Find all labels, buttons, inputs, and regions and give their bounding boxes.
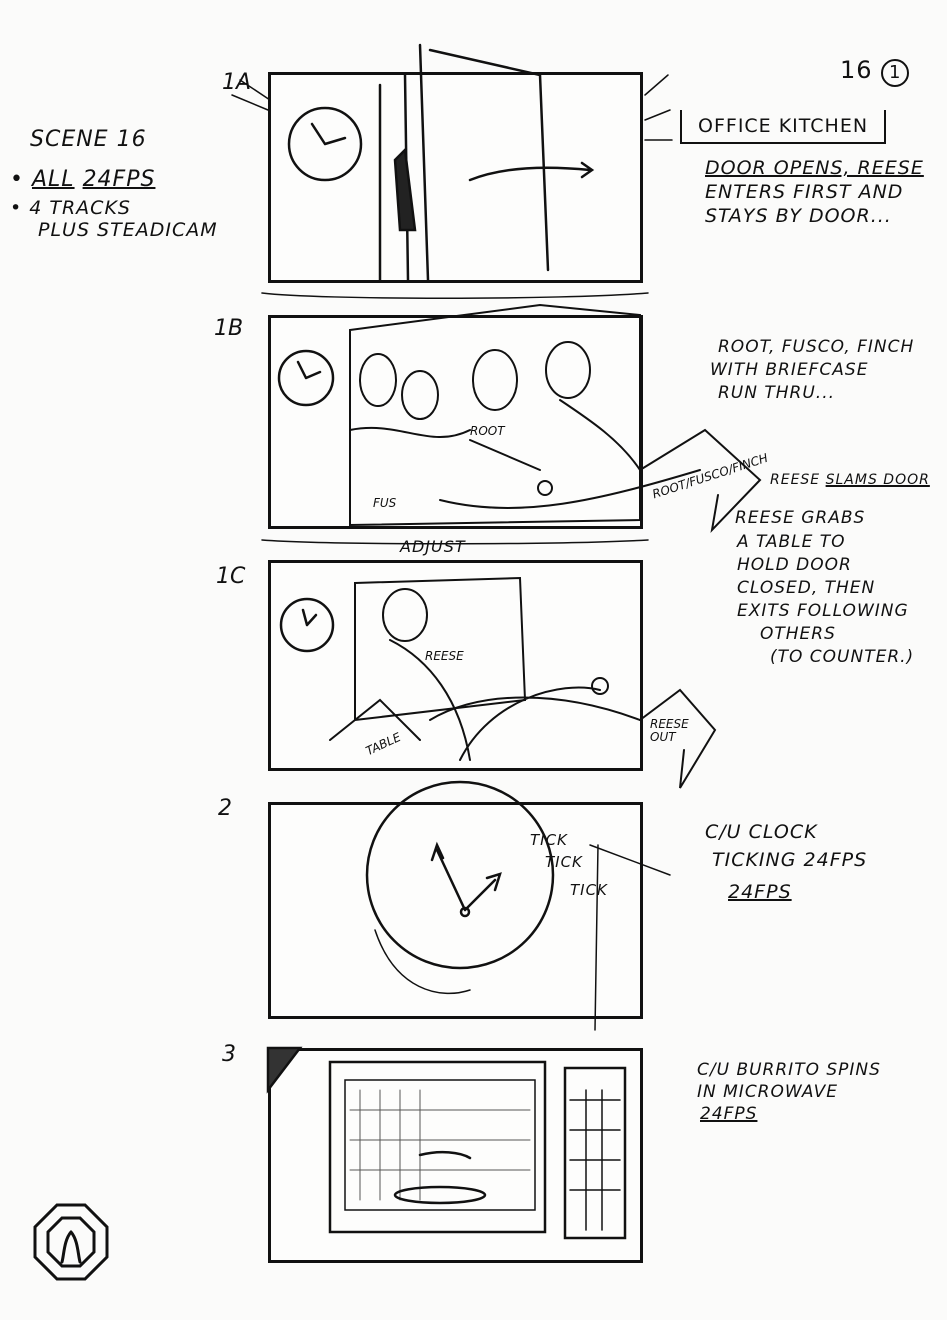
panel-label: 3 xyxy=(222,1042,236,1067)
clock-icon xyxy=(279,597,335,653)
motion-lines xyxy=(231,74,673,141)
tick-label: TICK xyxy=(530,831,568,849)
panel-1c xyxy=(268,560,643,771)
fus-label: FUS xyxy=(373,496,397,510)
page-sub-number: 1 xyxy=(881,59,910,87)
clock-icon xyxy=(287,106,363,182)
reese-label: REESE xyxy=(425,649,464,663)
scene-note-3: PLUS STEADICAM xyxy=(38,219,218,241)
tick-label: TICK xyxy=(570,881,608,899)
location-label: OFFICE KITCHEN xyxy=(680,110,887,144)
scene-note-2: • 4 TRACKS xyxy=(10,197,131,219)
panel-1b xyxy=(268,315,643,529)
root-label: ROOT xyxy=(470,424,505,438)
panel-label: 2 xyxy=(218,796,232,821)
panel-1a xyxy=(268,72,643,283)
characters-sketch xyxy=(349,303,762,534)
panel-label: 1B xyxy=(214,316,244,341)
door-sketch xyxy=(378,43,595,282)
tick-label: TICK xyxy=(545,853,583,871)
clock-icon xyxy=(277,349,335,407)
panel-label: 1A xyxy=(222,70,252,95)
scene-title: SCENE 16 xyxy=(30,127,147,152)
scene-note-1: • ALL 24FPS xyxy=(10,167,156,192)
clock-icon xyxy=(365,780,555,995)
panel-2 xyxy=(268,802,643,1019)
reese-table-sketch xyxy=(329,576,717,789)
adjust-label: ADJUST xyxy=(400,537,466,556)
logo-icon xyxy=(33,1203,109,1281)
reese-out-label: REESE OUT xyxy=(650,717,689,744)
slam-note: REESE SLAMS DOOR xyxy=(770,472,930,488)
panel-label: 1C xyxy=(216,564,246,589)
page-number: 16 1 xyxy=(840,58,910,87)
microwave-sketch xyxy=(266,1046,627,1240)
